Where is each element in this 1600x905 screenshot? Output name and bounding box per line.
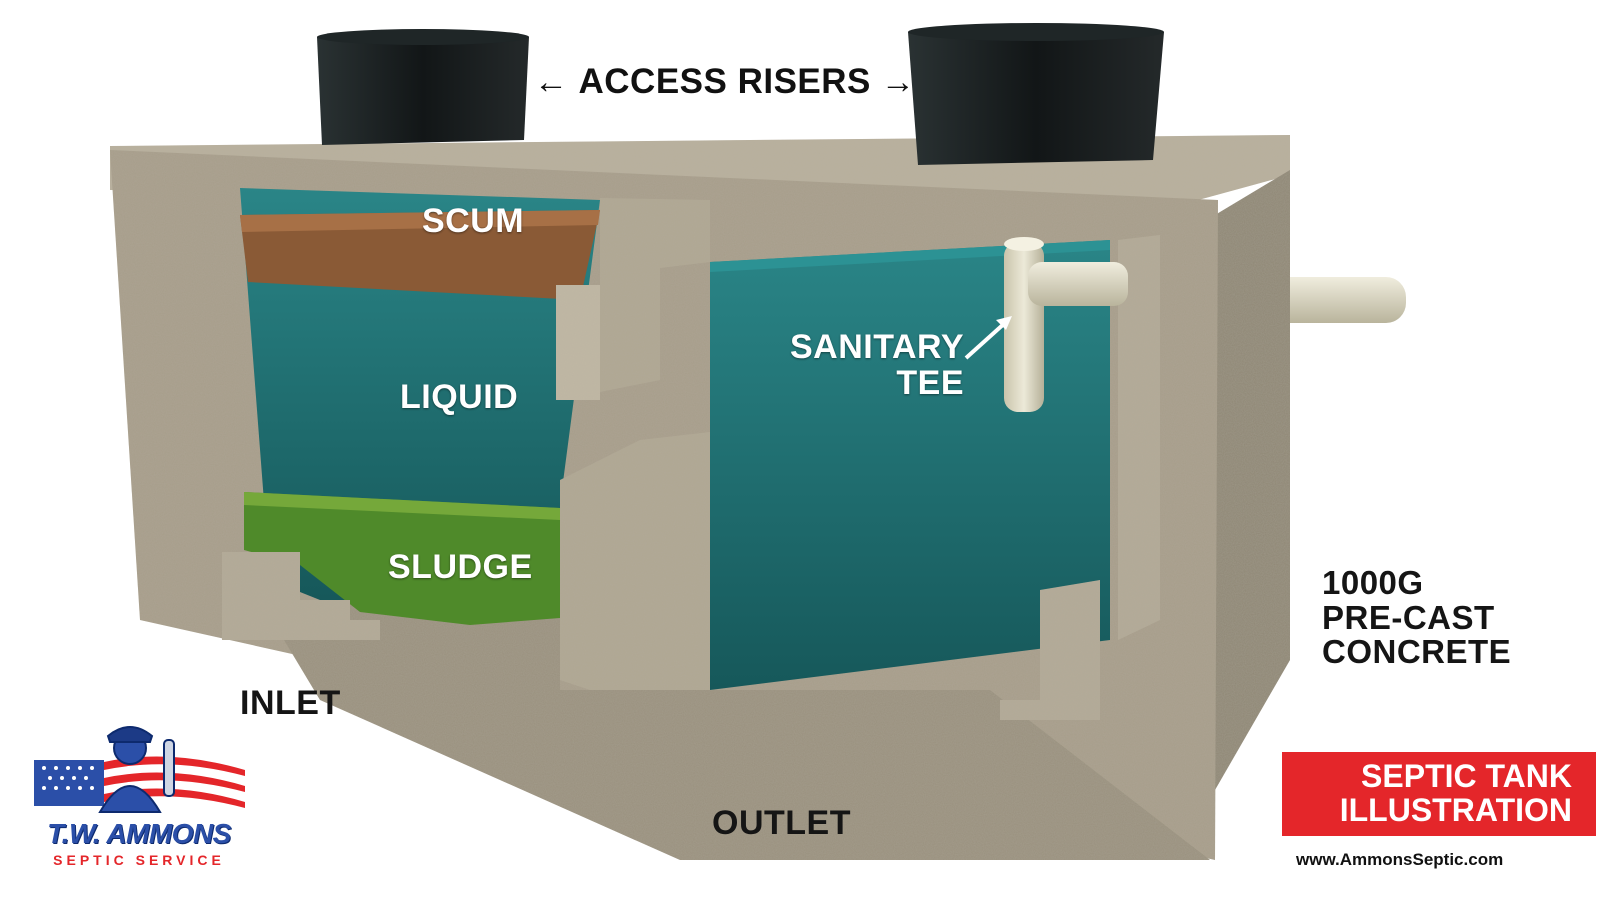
illustration-banner: SEPTIC TANK ILLUSTRATION: [1282, 752, 1596, 836]
inlet-steps: [222, 235, 1160, 720]
capacity-line2: PRE-CAST: [1322, 598, 1495, 636]
outlet-pipe: [1264, 277, 1406, 323]
sanitary-tee-line1: SANITARY: [790, 328, 964, 366]
sludge-layer: [244, 492, 560, 625]
logo-company-name: T.W. AMMONS: [47, 818, 231, 849]
access-riser-right: [908, 23, 1164, 165]
liquid-label: LIQUID: [400, 378, 519, 416]
scum-layer: [240, 210, 600, 300]
access-risers-label: ← ACCESS RISERS →: [534, 62, 916, 101]
access-riser-left: [317, 29, 529, 145]
capacity-line3: CONCRETE: [1322, 633, 1512, 671]
scum-label: SCUM: [422, 202, 525, 240]
left-compartment: [240, 188, 600, 625]
outlet-label: OUTLET: [712, 804, 851, 842]
sanitary-tee-arrow: [964, 316, 1012, 360]
capacity-label: 1000G PRE-CAST CONCRETE: [1322, 564, 1512, 671]
access-risers-text: ACCESS RISERS: [578, 62, 871, 101]
company-logo: [34, 726, 245, 813]
sludge-label: SLUDGE: [388, 548, 533, 586]
logo-tagline: SEPTIC SERVICE: [53, 852, 225, 868]
website-link[interactable]: www.AmmonsSeptic.com: [1296, 850, 1504, 869]
arrow-left-icon: ←: [534, 62, 569, 101]
sanitary-tee: [1004, 237, 1128, 412]
sanitary-tee-line2: TEE: [896, 363, 964, 402]
capacity-line1: 1000G: [1322, 564, 1424, 601]
plumber-mascot-icon: [98, 726, 175, 813]
arrow-right-icon: →: [880, 62, 916, 101]
banner-line2: ILLUSTRATION: [1339, 791, 1572, 828]
banner-line1: SEPTIC TANK: [1361, 758, 1572, 794]
baffle-wall: [556, 198, 710, 690]
inlet-label: INLET: [240, 684, 341, 722]
sanitary-tee-label: SANITARY TEE: [790, 328, 964, 402]
